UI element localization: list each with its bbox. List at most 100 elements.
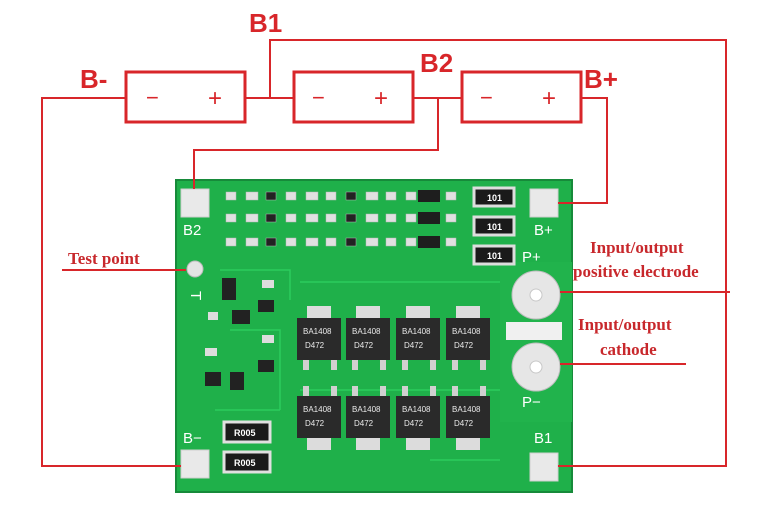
smd-component [405, 237, 417, 247]
annotation-positive-line2: positive electrode [573, 262, 699, 281]
pad-b-minus [180, 449, 210, 479]
mosfet-body [446, 318, 490, 360]
pcb-pads [180, 188, 562, 482]
smd-component [385, 213, 397, 223]
shunt-resistor: 101 [472, 215, 516, 237]
mosfet-mark: D472 [305, 419, 325, 428]
pcb-traces [215, 269, 500, 461]
silk-b-plus: B+ [534, 222, 553, 239]
shunt-resistor: 101 [472, 244, 516, 266]
smd-ic [418, 236, 440, 248]
mosfet-body [396, 396, 440, 438]
mosfet-leg [331, 360, 337, 370]
smd-component [445, 237, 457, 247]
smd-component [325, 191, 337, 201]
mosfet-code: BA1408 [452, 327, 481, 336]
mosfet-code: BA1408 [452, 405, 481, 414]
mosfet-leg [303, 360, 309, 370]
mosfet-tab [456, 306, 480, 318]
mosfet-mark: D472 [454, 341, 474, 350]
mosfet-leg [480, 360, 486, 370]
label-b-minus: B- [80, 64, 107, 94]
mosfet-tab [356, 438, 380, 450]
mosfet-tab [456, 438, 480, 450]
control-chips [205, 278, 274, 390]
shunt-resistor: 101 [472, 186, 516, 208]
mosfet-leg [380, 386, 386, 396]
mosfet-code: BA1408 [303, 405, 332, 414]
mosfet-mark: D472 [404, 341, 424, 350]
mosfet-leg [402, 386, 408, 396]
smd-component [305, 213, 319, 223]
mosfet-code: BA1408 [402, 327, 431, 336]
mosfet-leg [480, 386, 486, 396]
cell-pos-sign: + [374, 85, 388, 112]
mosfet-tab [307, 306, 331, 318]
smd-component [245, 213, 259, 223]
annotation-cathode-line2: cathode [600, 340, 657, 359]
cell-pos-sign: + [208, 85, 222, 112]
shunt-resistors: 101 101 101 [472, 186, 516, 266]
wire-b1 [245, 39, 727, 467]
mosfet-leg [402, 360, 408, 370]
silk-p-minus: P− [522, 394, 541, 411]
annotation-test-point: Test point [68, 249, 140, 268]
smd-component [305, 237, 319, 247]
smd-component [345, 213, 357, 223]
sense-resistors: R005 R005 [222, 420, 272, 474]
mosfet-code: BA1408 [352, 327, 381, 336]
smd-component [445, 191, 457, 201]
smd-ic [418, 212, 440, 224]
mosfet-array: BA1408D472BA1408D472BA1408D472BA1408D472… [297, 306, 490, 450]
mosfet-leg [303, 386, 309, 396]
wiring [41, 39, 730, 467]
smd-component [365, 237, 379, 247]
smd-component [345, 237, 357, 247]
mosfet-leg [352, 386, 358, 396]
label-b2: B2 [420, 48, 453, 78]
mosfet-body [446, 396, 490, 438]
cell-pos-sign: + [542, 85, 556, 112]
mosfet-body [297, 396, 341, 438]
wire-b2 [193, 97, 462, 189]
silk-b1: B1 [534, 430, 552, 447]
mosfet-tab [307, 438, 331, 450]
silk-b-minus: B− [183, 430, 202, 447]
pad-b1 [529, 452, 559, 482]
annotation-cathode-line1: Input/output [578, 315, 672, 334]
smd-component [285, 191, 297, 201]
mosfet-body [297, 318, 341, 360]
annotations: Test point Input/output positive electro… [68, 238, 699, 359]
smd-component [305, 191, 319, 201]
smd-component [345, 191, 357, 201]
mosfet-leg [380, 360, 386, 370]
cell-3: − + [460, 70, 583, 124]
mosfet-code: BA1408 [303, 327, 332, 336]
smd-component [285, 237, 297, 247]
mosfet-leg [331, 386, 337, 396]
shunt-label: 101 [487, 222, 502, 232]
label-b1: B1 [249, 8, 282, 38]
mosfet-body [346, 396, 390, 438]
smd-component [265, 213, 277, 223]
shunt-label: 101 [487, 193, 502, 203]
smd-component [365, 213, 379, 223]
smd-component [245, 191, 259, 201]
smd-component [225, 191, 237, 201]
mosfet-body [396, 318, 440, 360]
test-point-pad [186, 260, 204, 278]
mosfet-mark: D472 [305, 341, 325, 350]
sense-label: R005 [234, 428, 256, 438]
smd-component [325, 213, 337, 223]
terminal-labels: B- B1 B2 B+ [80, 8, 618, 94]
smd-component [405, 191, 417, 201]
mosfet-tab [406, 306, 430, 318]
pad-b-plus [529, 188, 559, 218]
annotation-positive-line1: Input/output [590, 238, 684, 257]
